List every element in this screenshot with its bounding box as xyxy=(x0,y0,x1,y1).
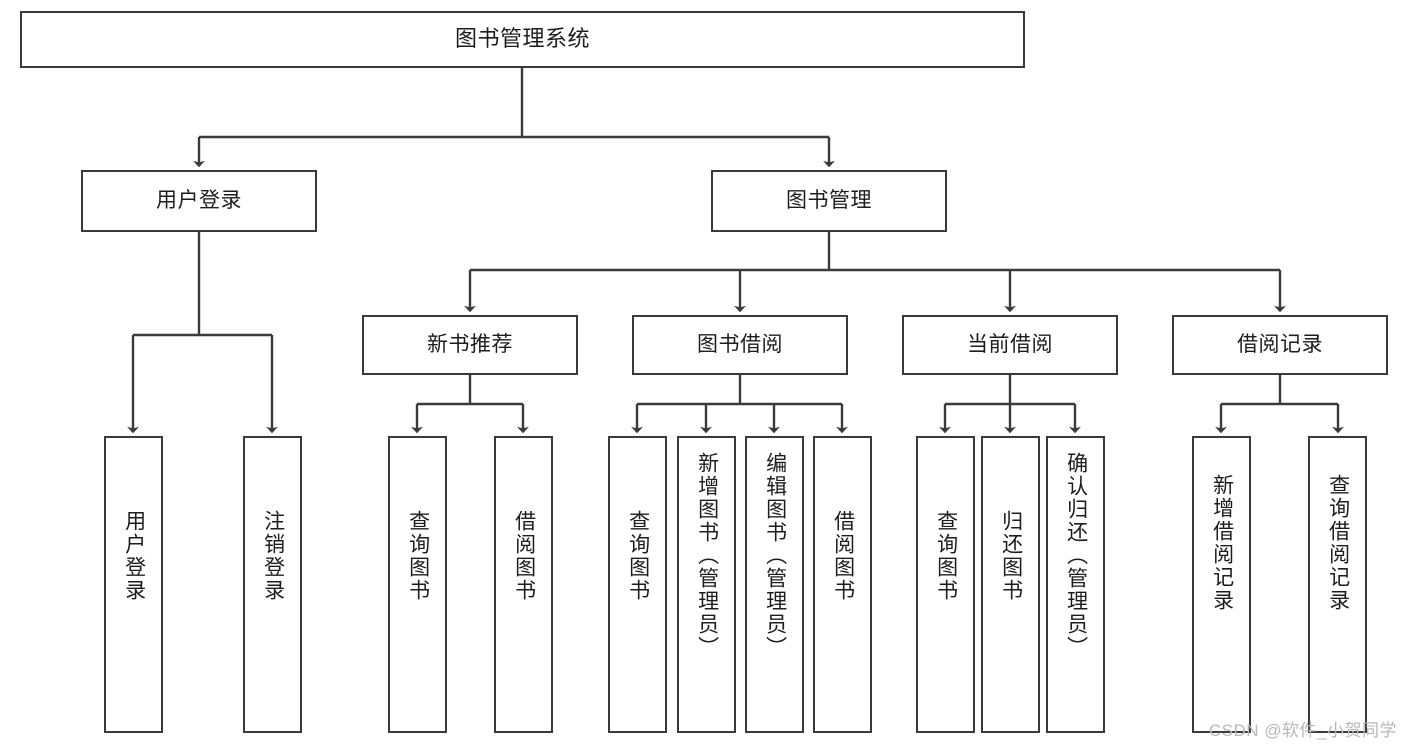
node-leaf-borrow-book-label: 借阅图书 xyxy=(831,510,855,602)
node-leaf-return-book-label: 归还图书 xyxy=(999,510,1023,602)
node-leaf-edit-book-admin-label: 编辑图书（管理员） xyxy=(763,452,787,659)
node-leaf-borrow-query-book-label: 查询图书 xyxy=(626,510,650,602)
node-current-borrow[interactable]: 当前借阅 xyxy=(902,315,1118,375)
node-leaf-current-query-book-label: 查询图书 xyxy=(934,510,958,602)
node-borrow-record[interactable]: 借阅记录 xyxy=(1172,315,1388,375)
node-book-management-label: 图书管理 xyxy=(786,189,872,213)
node-leaf-add-borrow-record-label: 新增借阅记录 xyxy=(1210,474,1234,612)
node-new-book-recommend[interactable]: 新书推荐 xyxy=(362,315,578,375)
node-leaf-query-borrow-record-label: 查询借阅记录 xyxy=(1326,474,1350,612)
node-leaf-return-book[interactable]: 归还图书 xyxy=(981,436,1040,733)
node-leaf-borrow-book[interactable]: 借阅图书 xyxy=(813,436,872,733)
node-leaf-current-query-book[interactable]: 查询图书 xyxy=(916,436,975,733)
node-user-login-label: 用户登录 xyxy=(156,189,242,213)
node-borrow-record-label: 借阅记录 xyxy=(1237,333,1323,357)
node-root-label: 图书管理系统 xyxy=(454,26,590,52)
node-leaf-logout[interactable]: 注销登录 xyxy=(243,436,302,733)
node-current-borrow-label: 当前借阅 xyxy=(967,333,1053,357)
node-leaf-confirm-return-admin[interactable]: 确认归还（管理员） xyxy=(1046,436,1105,733)
node-new-book-recommend-label: 新书推荐 xyxy=(427,333,513,357)
node-leaf-user-login-label: 用户登录 xyxy=(122,510,146,602)
node-book-borrow-label: 图书借阅 xyxy=(697,333,783,357)
node-leaf-add-borrow-record[interactable]: 新增借阅记录 xyxy=(1192,436,1251,733)
node-leaf-recommend-borrow-book-label: 借阅图书 xyxy=(512,510,536,602)
node-leaf-user-login[interactable]: 用户登录 xyxy=(104,436,163,733)
node-leaf-recommend-query-book[interactable]: 查询图书 xyxy=(388,436,447,733)
node-user-login[interactable]: 用户登录 xyxy=(81,170,317,232)
node-book-management[interactable]: 图书管理 xyxy=(711,170,947,232)
node-leaf-recommend-query-book-label: 查询图书 xyxy=(406,510,430,602)
node-leaf-recommend-borrow-book[interactable]: 借阅图书 xyxy=(494,436,553,733)
node-leaf-query-borrow-record[interactable]: 查询借阅记录 xyxy=(1308,436,1367,733)
node-leaf-add-book-admin[interactable]: 新增图书（管理员） xyxy=(677,436,736,733)
node-leaf-confirm-return-admin-label: 确认归还（管理员） xyxy=(1064,452,1088,659)
node-leaf-logout-label: 注销登录 xyxy=(261,510,285,602)
node-leaf-borrow-query-book[interactable]: 查询图书 xyxy=(608,436,667,733)
node-leaf-add-book-admin-label: 新增图书（管理员） xyxy=(695,452,719,659)
node-leaf-edit-book-admin[interactable]: 编辑图书（管理员） xyxy=(745,436,804,733)
csdn-watermark: CSDN @软件_小贺同学 xyxy=(1208,721,1397,740)
node-root-book-management-system[interactable]: 图书管理系统 xyxy=(20,11,1025,68)
node-book-borrow[interactable]: 图书借阅 xyxy=(632,315,848,375)
